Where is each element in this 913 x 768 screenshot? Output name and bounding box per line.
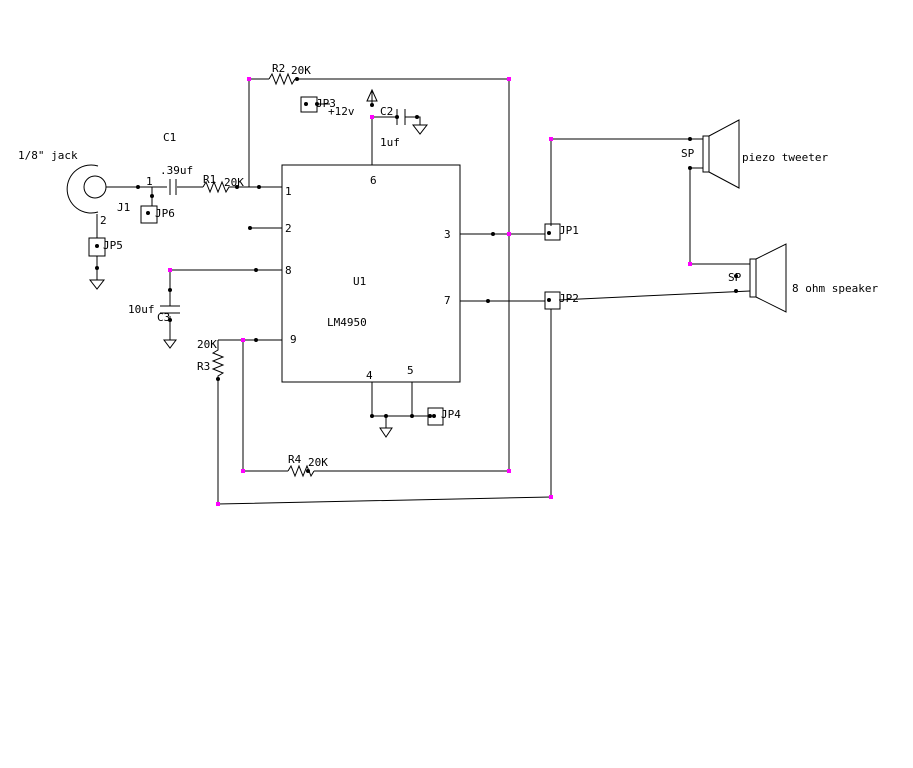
wires — [96, 78, 751, 505]
chip-pin-1: 1 — [285, 185, 292, 198]
chip-pin-4: 4 — [366, 369, 373, 382]
resistor-r1: R1 20K — [202, 173, 244, 194]
c2-ref: C2 — [380, 105, 393, 118]
tweeter-label: piezo tweeter — [742, 151, 828, 164]
r2-value: 20K — [291, 64, 311, 77]
jp2-label: JP2 — [559, 292, 579, 305]
supply-label: +12v — [328, 105, 355, 118]
jumper-jp4: JP4 — [427, 407, 461, 426]
ground-icon — [379, 427, 393, 438]
ground-icon — [163, 339, 177, 349]
chip-pin-9: 9 — [290, 333, 297, 346]
resistor-r3: 20K R3 — [197, 338, 225, 379]
ground-symbols — [88, 124, 429, 438]
c3-ref: C3 — [157, 311, 170, 324]
r4-value: 20K — [308, 456, 328, 469]
jumpers: JP1 JP2 JP3 JP4 JP5 JP6 — [88, 96, 579, 426]
speaker-8ohm: SP 8 ohm speaker — [728, 243, 878, 313]
chip-u1: U1 LM4950 1 2 8 9 6 3 7 4 5 — [281, 164, 461, 383]
speaker-label: 8 ohm speaker — [792, 282, 878, 295]
audio-jack-j1: 1/8" jack J1 1 2 — [18, 149, 153, 227]
resistor-r4: R4 20K — [287, 453, 328, 478]
net-nodes — [168, 77, 692, 506]
jumper-jp6: JP6 — [140, 205, 175, 224]
r3-ref: R3 — [197, 360, 210, 373]
jp3-label: JP3 — [316, 97, 336, 110]
chip-pin-5: 5 — [407, 364, 414, 377]
jumper-jp2: JP2 — [544, 291, 579, 310]
capacitor-c1: C1 .39uf — [160, 131, 193, 195]
c3-value: 10uf — [128, 303, 155, 316]
r1-value: 20K — [224, 176, 244, 189]
jumper-jp5: JP5 — [88, 237, 123, 257]
chip-pin-8: 8 — [285, 264, 292, 277]
jack-ref: J1 — [117, 201, 130, 214]
ground-icon — [411, 124, 429, 135]
jumper-jp1: JP1 — [544, 223, 579, 241]
r4-ref: R4 — [288, 453, 302, 466]
chip-ref: U1 — [353, 275, 366, 288]
capacitor-c2: C2 1uf — [380, 105, 406, 149]
ground-icon — [88, 279, 106, 290]
supply-12v: +12v — [328, 88, 378, 118]
junction-dots — [95, 77, 738, 473]
chip-pin-3: 3 — [444, 228, 451, 241]
chip-pin-2: 2 — [285, 222, 292, 235]
r1-ref: R1 — [203, 173, 216, 186]
c1-ref: C1 — [163, 131, 176, 144]
jp6-label: JP6 — [155, 207, 175, 220]
jack-label: 1/8" jack — [18, 149, 78, 162]
r2-ref: R2 — [272, 62, 285, 75]
jp1-label: JP1 — [559, 224, 579, 237]
capacitor-c3: 10uf C3 — [128, 303, 180, 324]
piezo-tweeter: SP piezo tweeter — [681, 119, 828, 189]
c2-value: 1uf — [380, 136, 400, 149]
c1-value: .39uf — [160, 164, 193, 177]
jp5-label: JP5 — [103, 239, 123, 252]
resistor-r2: R2 20K — [268, 62, 311, 86]
chip-pin-7: 7 — [444, 294, 451, 307]
jp4-label: JP4 — [441, 408, 461, 421]
tweeter-ref: SP — [681, 147, 695, 160]
jack-pin1: 1 — [146, 175, 153, 188]
chip-pin-6: 6 — [370, 174, 377, 187]
jack-pin2: 2 — [100, 214, 107, 227]
r3-value: 20K — [197, 338, 217, 351]
chip-part: LM4950 — [327, 316, 367, 329]
